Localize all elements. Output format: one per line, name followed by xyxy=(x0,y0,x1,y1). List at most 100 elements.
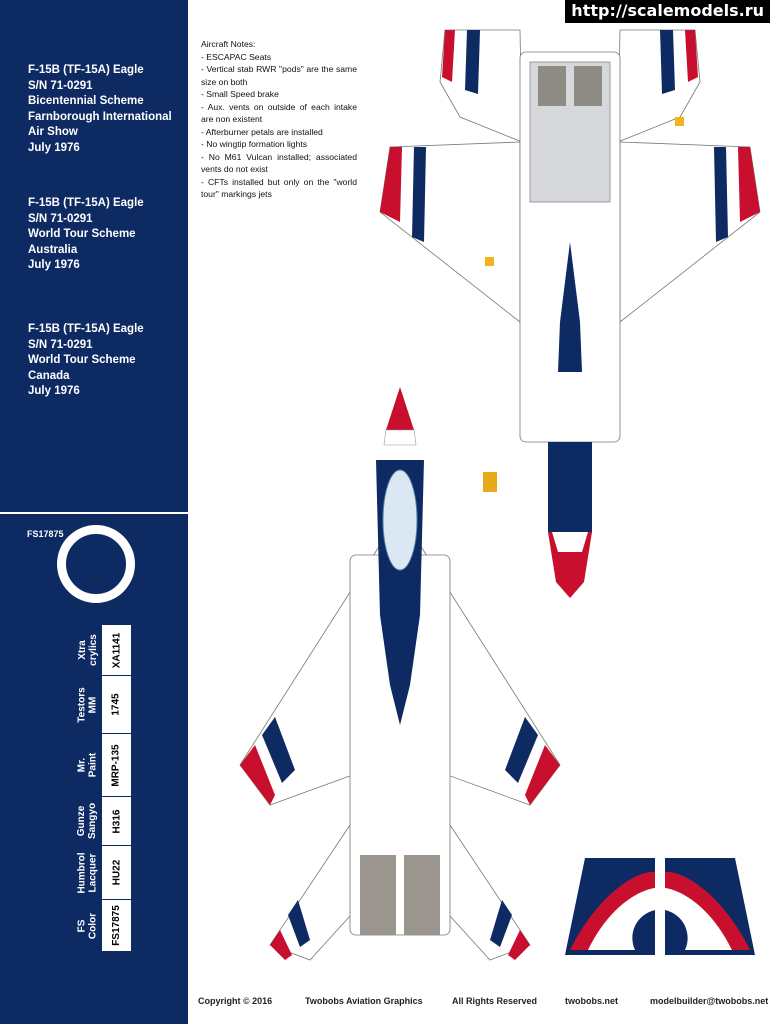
left-tail-red-swoosh xyxy=(570,871,655,950)
aircraft-underside-view xyxy=(379,29,761,598)
wingtip-red xyxy=(525,745,560,805)
color-swatch-roundel xyxy=(57,525,135,603)
forward-fuselage xyxy=(548,442,592,532)
canopy xyxy=(382,469,418,571)
paint-brand: Mr. Paint xyxy=(76,752,99,778)
stab-stripe-red xyxy=(508,930,530,960)
paint-brand: Testors MM xyxy=(76,686,99,723)
scheme-line: F-15B (TF-15A) Eagle xyxy=(28,64,144,76)
scheme-line: S/N 71-0291 xyxy=(28,79,93,92)
wingtip-red xyxy=(738,147,760,222)
sidebar: F-15B (TF-15A) Eagle S/N 71-0291 Bicente… xyxy=(0,0,188,1024)
paint-code: HU22 xyxy=(110,859,122,886)
stab-stripe-blue xyxy=(490,900,512,947)
paint-brand-cell: FS Color xyxy=(73,900,102,951)
paint-brand-cell: Humbrol Lacquer xyxy=(73,846,102,899)
nose-radome xyxy=(386,387,414,430)
aircraft-topside-view xyxy=(239,387,561,961)
left-stabilator xyxy=(439,29,523,143)
vertical-tails xyxy=(565,858,755,955)
table-divider xyxy=(73,733,131,734)
scheme-line: July 1976 xyxy=(28,259,80,271)
paint-code: H316 xyxy=(111,809,122,833)
scheme-line: Bicentennial Scheme xyxy=(28,95,144,107)
scheme-line: F-15B (TF-15A) Eagle xyxy=(28,197,144,209)
decal-marker xyxy=(485,257,494,266)
nose-white-band xyxy=(383,429,417,446)
paint-code-cell: MRP-135 xyxy=(102,734,131,796)
table-divider xyxy=(73,899,131,900)
scheme-line: July 1976 xyxy=(28,385,80,397)
paint-code: FS17875 xyxy=(111,905,122,946)
paint-brand: Xtra crylics xyxy=(76,634,99,666)
paint-code-cell: XA1141 xyxy=(102,625,131,675)
scheme-line: Canada xyxy=(28,369,70,382)
right-tail-white xyxy=(665,888,732,950)
paint-reference-table: Xtra crylics XA1141 Testors MM 1745 Mr. … xyxy=(73,625,131,951)
paint-row: Testors MM 1745 xyxy=(73,676,131,733)
scheme-line: July 1976 xyxy=(28,141,80,154)
footer-company: Twobobs Aviation Graphics xyxy=(305,996,423,1006)
paint-code: MRP-135 xyxy=(111,743,122,787)
nozzle-right xyxy=(404,855,440,935)
nozzle-left xyxy=(538,66,566,106)
paint-code-cell: 1745 xyxy=(102,676,131,733)
paint-row: FS Color FS17875 xyxy=(73,900,131,951)
table-divider xyxy=(73,845,131,846)
nozzle-right xyxy=(574,66,602,106)
notes-title: Aircraft Notes: xyxy=(201,39,256,49)
paint-brand-cell: Gunze Sangyo xyxy=(73,797,102,845)
paint-code-cell: H316 xyxy=(102,797,131,845)
paint-brand: Humbrol Lacquer xyxy=(76,851,99,894)
stab-stripe-red xyxy=(685,30,698,82)
aircraft-notes: Aircraft Notes: - ESCAPAC Seats - Vertic… xyxy=(201,38,357,201)
stab-stripe-blue xyxy=(465,30,480,94)
scheme-line: Australia xyxy=(28,243,78,256)
decal-marker xyxy=(675,117,684,126)
right-stabilator xyxy=(617,29,701,143)
scheme-line: World Tour Scheme xyxy=(28,354,136,366)
paint-brand: FS Color xyxy=(76,912,99,939)
wing-stripe-blue xyxy=(412,147,426,242)
stab-stripe-red xyxy=(270,930,292,960)
scheme-1: F-15B (TF-15A) Eagle S/N 71-0291 Bicente… xyxy=(28,63,172,156)
footer-email: modelbuilder@twobobs.net xyxy=(650,996,769,1006)
scheme-line: S/N 71-0291 xyxy=(28,212,93,225)
paint-brand-cell: Xtra crylics xyxy=(73,625,102,675)
paint-code: XA1141 xyxy=(111,632,122,668)
watermark: http://scalemodels.ru xyxy=(565,0,770,23)
stab-stripe-red xyxy=(442,30,455,82)
note-item: - Small Speed brake xyxy=(201,89,279,99)
paint-brand-cell: Mr. Paint xyxy=(73,734,102,796)
paint-row: Mr. Paint MRP-135 xyxy=(73,734,131,796)
scheme-line: Air Show xyxy=(28,126,78,138)
paint-row: Xtra crylics XA1141 xyxy=(73,625,131,675)
note-item: - Vertical stab RWR "pods" are the same … xyxy=(201,64,357,87)
wing-stripe-blue xyxy=(505,717,538,783)
nozzle-left xyxy=(360,855,396,935)
wing-stripe-blue xyxy=(714,147,728,242)
footer-rights: All Rights Reserved xyxy=(452,996,538,1006)
decal-placard xyxy=(483,472,497,492)
scheme-line: Farnborough International xyxy=(28,110,172,123)
swatch-label: FS17875 xyxy=(27,529,64,539)
note-item: - Afterburner petals are installed xyxy=(201,126,323,137)
scheme-3: F-15B (TF-15A) Eagle S/N 71-0291 World T… xyxy=(28,322,144,400)
paint-brand-cell: Testors MM xyxy=(73,676,102,733)
left-tail-white xyxy=(588,888,655,950)
paint-brand: Gunze Sangyo xyxy=(76,802,99,840)
right-tail-red-swoosh xyxy=(665,871,750,950)
note-item: - No wingtip formation lights xyxy=(201,139,308,149)
paint-row: Humbrol Lacquer HU22 xyxy=(73,846,131,899)
scheme-line: S/N 71-0291 xyxy=(28,338,93,351)
nose-white-band xyxy=(552,532,588,552)
footer-site: twobobs.net xyxy=(565,996,618,1006)
scheme-2: F-15B (TF-15A) Eagle S/N 71-0291 World T… xyxy=(28,196,144,274)
scheme-line: F-15B (TF-15A) Eagle xyxy=(28,323,144,335)
sidebar-divider xyxy=(0,512,188,514)
wing-stripe-blue xyxy=(262,717,295,783)
paint-row: Gunze Sangyo H316 xyxy=(73,797,131,845)
table-divider xyxy=(73,796,131,797)
paint-code-cell: FS17875 xyxy=(102,900,131,951)
centerline-stripe xyxy=(558,242,582,372)
